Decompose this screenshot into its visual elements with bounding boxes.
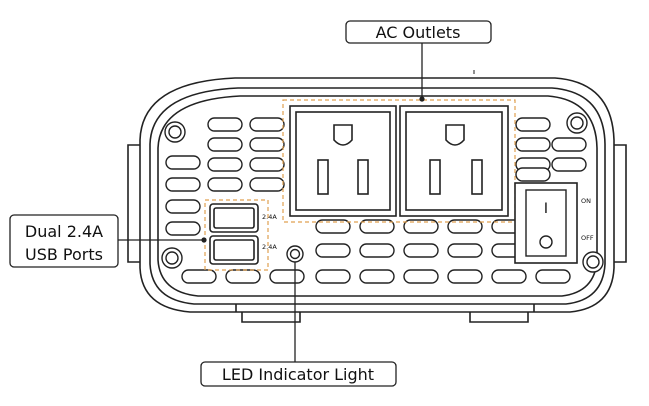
vent-slot <box>447 269 483 284</box>
usb-port-bottom <box>209 235 259 265</box>
vent-slot <box>269 269 305 284</box>
switch-off-symbol <box>539 235 553 249</box>
vent-slot <box>165 155 201 170</box>
vent-slot <box>207 117 243 132</box>
usb-ports-label-line1: Dual 2.4A <box>25 222 103 241</box>
screw-top-right <box>566 112 588 134</box>
usb-top-rating: 2.4A <box>262 213 277 221</box>
vent-slot <box>403 243 439 258</box>
vent-slot <box>515 137 551 152</box>
ventilation-slots <box>165 117 587 284</box>
vent-slot <box>403 269 439 284</box>
vent-slot <box>551 137 587 152</box>
usb-port-top <box>209 203 259 233</box>
led-indicator-label: LED Indicator Light <box>222 365 374 384</box>
vent-slot <box>315 269 351 284</box>
led-indicator <box>286 245 304 263</box>
screw-bottom-right <box>582 251 604 273</box>
ac-outlets-label: AC Outlets <box>376 23 461 42</box>
switch-off-label: OFF <box>581 234 594 242</box>
vent-slot <box>359 243 395 258</box>
vent-slot <box>181 269 217 284</box>
vent-slot <box>165 177 201 192</box>
ac-outlet-right <box>399 105 509 217</box>
vent-slot <box>249 117 285 132</box>
switch-on-label: ON <box>581 197 591 205</box>
screw-top-left <box>164 121 186 143</box>
vent-slot <box>551 157 587 172</box>
usb-ports-callout: Dual 2.4A USB Ports <box>9 214 207 268</box>
led-callout: LED Indicator Light <box>200 262 397 387</box>
vent-slot <box>359 219 395 234</box>
usb-ports-highlight <box>204 199 269 271</box>
vent-slot <box>249 177 285 192</box>
vent-slot <box>225 269 261 284</box>
vent-slot <box>515 117 551 132</box>
vent-slot <box>515 167 551 182</box>
vent-slot <box>315 219 351 234</box>
switch-on-symbol: I <box>544 201 548 217</box>
vent-slot <box>207 137 243 152</box>
vent-slot <box>249 157 285 172</box>
ac-outlets-callout: AC Outlets <box>345 20 492 102</box>
vent-slot <box>491 269 527 284</box>
vent-slot <box>165 199 201 214</box>
ac-outlet-left <box>289 105 397 217</box>
vent-slot <box>207 157 243 172</box>
vent-slot <box>165 221 201 236</box>
vent-slot <box>535 269 571 284</box>
vent-slot <box>359 269 395 284</box>
vent-slot <box>207 177 243 192</box>
screw-bottom-left <box>161 247 183 269</box>
ac-outlets-highlight <box>282 99 516 223</box>
vent-slot <box>315 243 351 258</box>
vent-slot <box>447 219 483 234</box>
usb-bottom-rating: 2.4A <box>262 243 277 251</box>
usb-ports-label-line2: USB Ports <box>25 245 103 264</box>
power-switch: I <box>514 182 578 264</box>
vent-slot <box>403 219 439 234</box>
vent-slot <box>249 137 285 152</box>
vent-slot <box>447 243 483 258</box>
